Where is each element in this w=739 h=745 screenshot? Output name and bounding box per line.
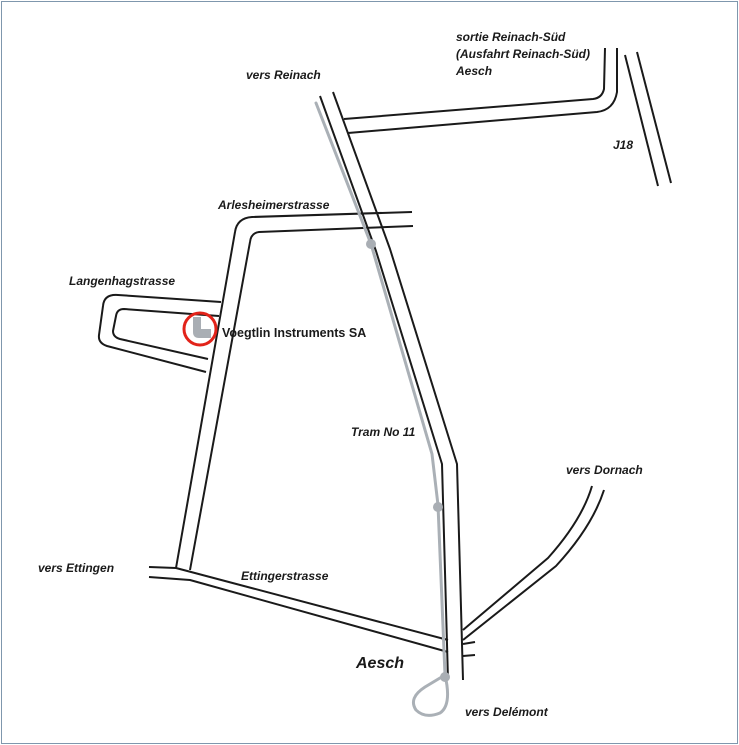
label-tram: Tram No 11 (351, 425, 416, 439)
autobahn-j18 (624, 51, 672, 187)
label-sortie-line2: (Ausfahrt Reinach-Süd) (456, 47, 590, 61)
label-arlesheimerstrasse: Arlesheimerstrasse (217, 198, 330, 212)
road-to-autobahn (343, 47, 618, 134)
label-aesch: Aesch (355, 655, 404, 672)
label-j18: J18 (613, 138, 633, 152)
label-sortie-line1: sortie Reinach-Süd (456, 30, 566, 44)
label-voegtlin[interactable]: Voegtlin Instruments SA (222, 326, 366, 340)
tram-stop-aesch (440, 672, 450, 682)
road-to-dornach (462, 485, 605, 641)
tram-line-11 (314, 101, 450, 717)
main-road (319, 91, 464, 681)
label-langenhagstrasse: Langenhagstrasse (69, 274, 175, 288)
tram-stop-north (366, 239, 376, 249)
tram-stop-middle (433, 502, 443, 512)
label-vers-delemont: vers Delémont (465, 705, 549, 719)
label-vers-dornach: vers Dornach (566, 463, 643, 477)
ettingerstrasse-road (148, 566, 476, 657)
voegtlin-logo-icon (193, 317, 211, 338)
label-vers-reinach: vers Reinach (246, 68, 321, 82)
label-sortie-line3: Aesch (455, 64, 492, 78)
arlesheimerstrasse-road (175, 211, 414, 571)
voegtlin-marker[interactable] (182, 311, 218, 347)
label-ettingerstrasse: Ettingerstrasse (241, 569, 329, 583)
location-circle (182, 311, 218, 347)
label-vers-ettingen: vers Ettingen (38, 561, 114, 575)
langenhagstrasse-road (97, 293, 222, 373)
